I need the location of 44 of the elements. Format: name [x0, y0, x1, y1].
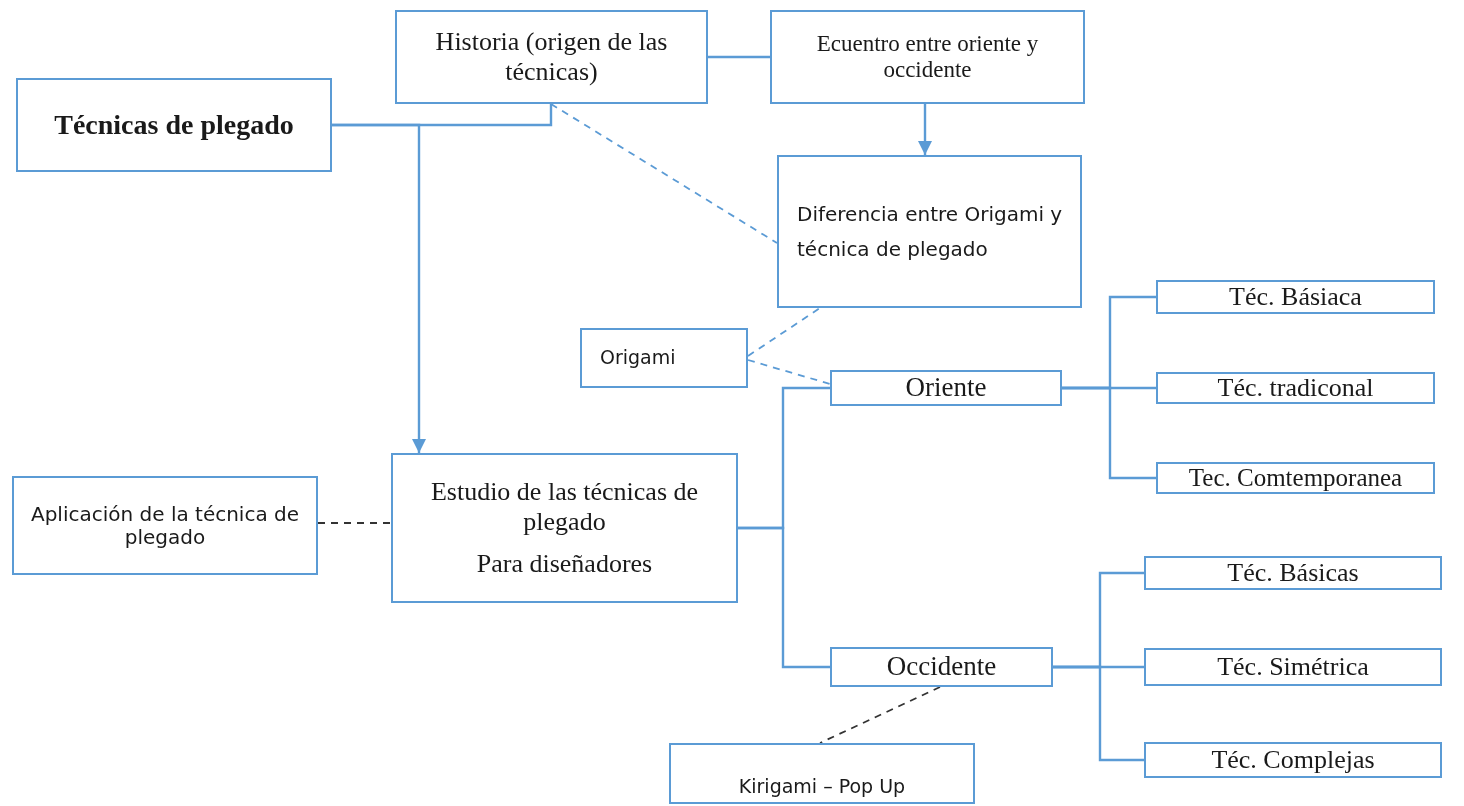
node-label: Para diseñadores [476, 548, 653, 579]
connector-line [738, 526, 830, 669]
heading-text: Técnicas de plegado [54, 108, 294, 142]
dashed-connector [550, 103, 778, 244]
arrow [917, 104, 933, 155]
text-box [669, 743, 975, 804]
text-box [830, 370, 1062, 406]
node-label: Téc. Simétrica [1217, 652, 1369, 682]
node-label: Téc. tradiconal [1217, 373, 1374, 403]
node-label: Occidente [886, 651, 997, 683]
text-box [1156, 372, 1435, 404]
node-label: Téc. Complejas [1211, 745, 1375, 775]
text-box [777, 155, 1082, 308]
node-label: Kirigami – Pop Up [738, 776, 906, 798]
arrow [332, 123, 427, 453]
text-box [16, 78, 332, 172]
node-label: Estudio de las técnicas de plegado [429, 477, 700, 537]
connector-line [1053, 665, 1144, 762]
connector-line [708, 55, 770, 59]
text-box [1144, 742, 1442, 778]
dashed-connector [747, 307, 821, 357]
node-label: Aplicación de la técnica de plegado [29, 502, 301, 549]
node-label: Téc. Básiaca [1229, 282, 1362, 312]
dashed-connector [317, 522, 392, 524]
node-label: Diferencia entre Origami y técnica de plegado [797, 200, 1064, 263]
connector-line [1062, 386, 1156, 480]
text-box [1156, 462, 1435, 494]
text-box [391, 453, 738, 603]
dashed-connector [747, 359, 831, 385]
text-box [1156, 280, 1435, 314]
text-box [395, 10, 708, 104]
node-label: Origami [600, 347, 676, 369]
text-box [12, 476, 318, 575]
node-label: Téc. Básicas [1227, 558, 1359, 588]
text-box [580, 328, 748, 388]
dashed-connector [819, 686, 941, 744]
text-box [770, 10, 1085, 104]
node-label: Tec. Comtemporanea [1188, 463, 1403, 493]
text-box [1144, 648, 1442, 686]
text-box [1144, 556, 1442, 590]
node-label: Ecuentro entre oriente y occidente [815, 30, 1040, 84]
node-label: Historia (origen de las técnicas) [434, 27, 669, 87]
node-label: Oriente [905, 372, 987, 404]
text-box [830, 647, 1053, 687]
